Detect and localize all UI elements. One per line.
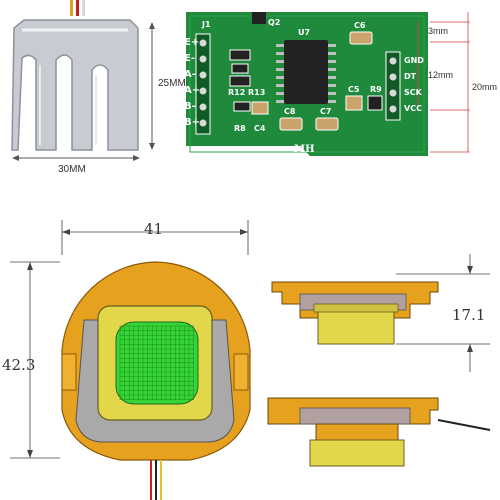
dim-height-42-3: 42.3 <box>2 356 36 374</box>
top-view-drawing <box>10 220 251 500</box>
pin-a-minus: A- <box>184 69 196 80</box>
comp-c5: C5 <box>348 85 360 94</box>
load-cell-photo <box>11 0 155 161</box>
comp-c7: C7 <box>320 107 332 116</box>
dim-thickness-17-1: 17.1 <box>452 306 486 324</box>
dim-3mm: 3mm <box>428 26 448 36</box>
sensor-height-label: 25MM <box>158 78 186 89</box>
pin-e-minus: E- <box>184 53 195 64</box>
dim-20mm: 20mm <box>472 82 498 92</box>
comp-r8: R8 <box>234 124 246 133</box>
comp-c8: C8 <box>284 107 296 116</box>
comp-q2: Q2 <box>268 18 281 27</box>
pin-sck: SCK <box>404 88 422 97</box>
pin-a-plus: A+ <box>184 85 201 96</box>
dim-width-41: 41 <box>144 220 164 238</box>
comp-r9: R9 <box>370 85 382 94</box>
comp-r13: R13 <box>248 88 266 97</box>
pin-b-plus: B+ <box>184 117 201 128</box>
side-view-drawings <box>267 254 491 467</box>
comp-c6: C6 <box>354 21 366 30</box>
comp-r12: R12 <box>228 88 246 97</box>
pin-b-minus: B- <box>184 101 196 112</box>
brand-label: MH <box>294 144 315 155</box>
hx711-board <box>186 12 470 156</box>
pin-e-plus: E+ <box>184 37 200 48</box>
pin-vcc: VCC <box>404 104 422 113</box>
comp-c4: C4 <box>254 124 266 133</box>
header-j1-label: J1 <box>202 20 211 29</box>
pin-dt: DT <box>404 72 417 81</box>
sensor-width-label: 30MM <box>58 164 86 175</box>
dim-12mm: 12mm <box>428 70 454 80</box>
comp-u7: U7 <box>298 28 311 37</box>
pin-gnd: GND <box>404 56 424 65</box>
